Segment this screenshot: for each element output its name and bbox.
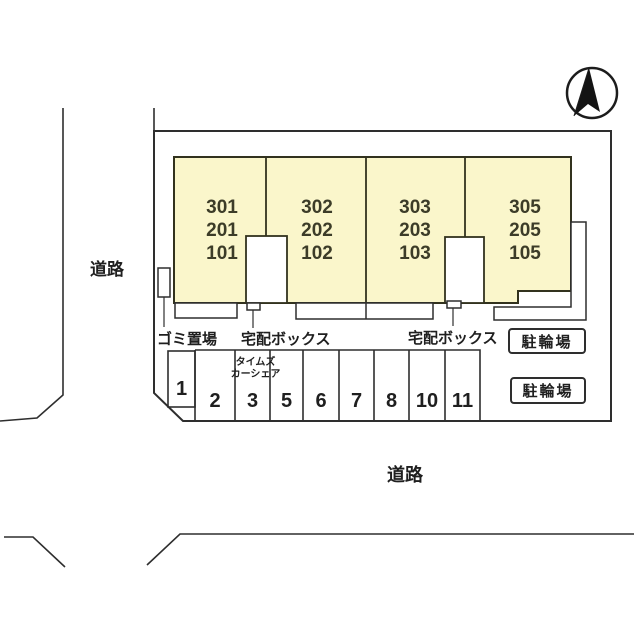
unit-number: 101 xyxy=(206,243,238,264)
parking-space-number-1: 1 xyxy=(175,378,188,400)
unit-number: 305 xyxy=(509,197,541,218)
unit-number: 205 xyxy=(509,220,541,241)
parking-space-number-6: 6 xyxy=(315,390,327,412)
road-label-bottom: 道路 xyxy=(387,465,423,485)
unit-stack-303: 303 203 103 xyxy=(373,196,457,265)
garbage-marker xyxy=(157,267,171,298)
unit-number: 301 xyxy=(206,197,238,218)
parking-space-number-5: 5 xyxy=(280,390,293,412)
bicycle-parking-box-bottom: 駐輪場 xyxy=(510,377,586,404)
parking-space-number-3: 3 xyxy=(246,390,259,412)
delivery-box-label-right: 宅配ボックス xyxy=(408,330,498,347)
parking-space-number-2: 2 xyxy=(209,390,221,412)
road-label-left: 道路 xyxy=(90,260,124,279)
entrance-step-left xyxy=(174,302,238,319)
unit-stack-305: 305 205 105 xyxy=(483,196,567,265)
site-boundary xyxy=(153,130,612,422)
unit-number: 303 xyxy=(399,197,431,218)
stairwell-notch-right xyxy=(444,236,485,304)
unit-stack-301: 301 201 101 xyxy=(180,196,264,265)
road-edge-bottom-corner xyxy=(4,536,66,568)
carshare-label-line2: カーシェア xyxy=(230,369,281,380)
road-edge-left-outer xyxy=(0,108,64,422)
garbage-area-label: ゴミ置場 xyxy=(157,331,218,348)
parking-space-number-8: 8 xyxy=(385,390,398,412)
delivery-box-marker-right xyxy=(446,300,462,309)
unit-number: 302 xyxy=(301,197,333,218)
parking-space-number-10: 10 xyxy=(415,390,439,412)
unit-number: 102 xyxy=(301,243,333,264)
delivery-box-marker-left xyxy=(246,302,261,311)
delivery-box-label-left: 宅配ボックス xyxy=(241,331,331,348)
walkway-right xyxy=(493,221,587,321)
unit-number: 202 xyxy=(301,220,333,241)
parking-space-number-7: 7 xyxy=(350,390,363,412)
unit-number: 105 xyxy=(509,243,541,264)
parking-grid xyxy=(194,349,481,420)
carshare-label-line1: タイムズ xyxy=(235,357,276,368)
unit-number: 201 xyxy=(206,220,238,241)
carshare-label: タイムズ カーシェア xyxy=(225,357,286,381)
north-arrow-icon xyxy=(565,66,619,120)
unit-number: 103 xyxy=(399,243,431,264)
unit-number: 203 xyxy=(399,220,431,241)
bicycle-parking-box-top: 駐輪場 xyxy=(508,328,586,354)
stairwell-notch-left xyxy=(245,235,288,304)
entrance-step-middle xyxy=(295,302,434,320)
unit-stack-302: 302 202 102 xyxy=(275,196,359,265)
parking-space-number-11: 11 xyxy=(451,390,474,412)
road-edge-bottom-upper xyxy=(146,533,634,566)
